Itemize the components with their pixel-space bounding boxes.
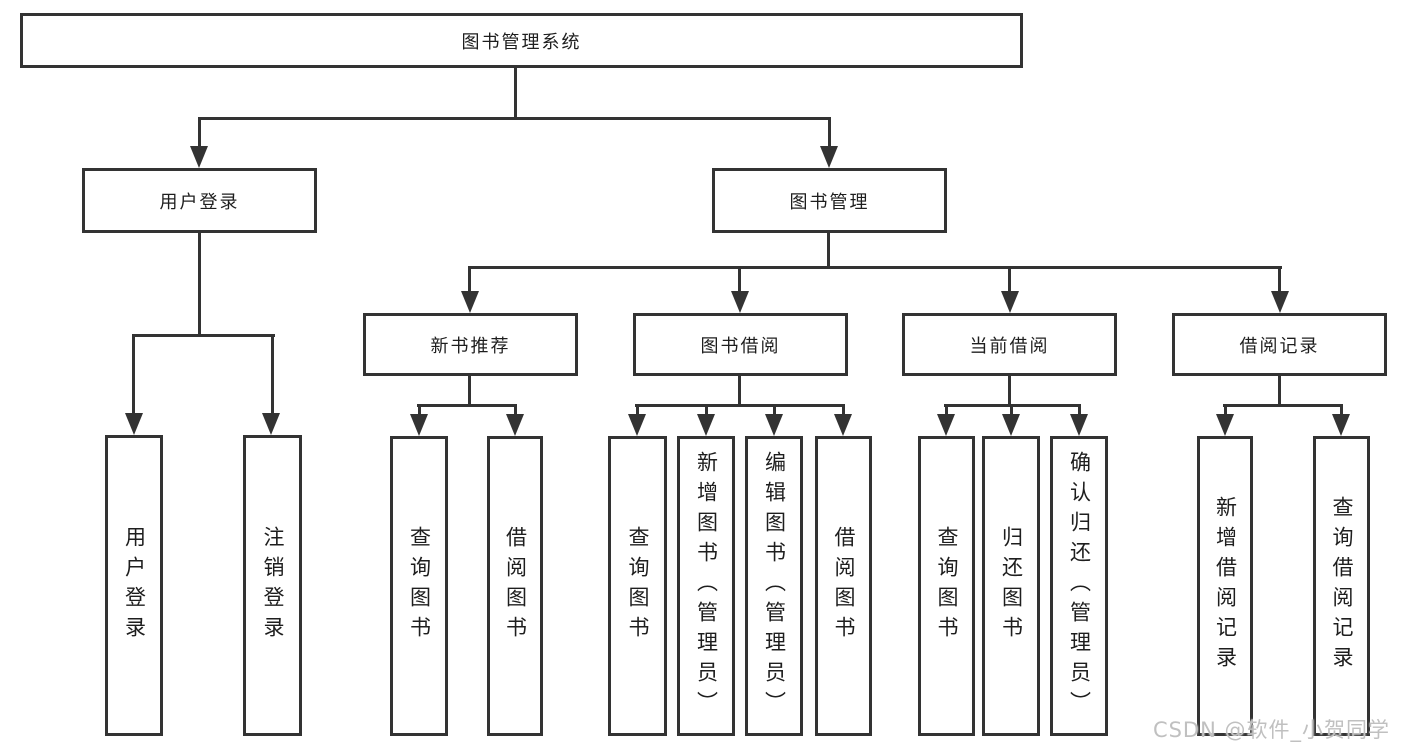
arrowhead-down-icon bbox=[820, 146, 838, 168]
arrowhead-down-icon bbox=[731, 291, 749, 313]
connector-line bbox=[738, 376, 741, 407]
arrowhead-down-icon bbox=[628, 414, 646, 436]
arrowhead-down-icon bbox=[125, 413, 143, 435]
connector-line bbox=[514, 404, 517, 416]
connector-line bbox=[827, 233, 830, 269]
connector-line bbox=[1224, 404, 1227, 416]
connector-line bbox=[828, 117, 831, 147]
arrowhead-down-icon bbox=[461, 291, 479, 313]
node-leaf-user-login: 用户登录 bbox=[105, 435, 163, 736]
connector-line bbox=[271, 334, 274, 414]
node-leaf-add-borrow-record: 新增借阅记录 bbox=[1197, 436, 1253, 736]
arrowhead-down-icon bbox=[765, 414, 783, 436]
node-user-login: 用户登录 bbox=[82, 168, 317, 233]
arrowhead-down-icon bbox=[1216, 414, 1234, 436]
node-borrowing-records: 借阅记录 bbox=[1172, 313, 1387, 376]
node-leaf-edit-books-admin: 编辑图书（管理员） bbox=[745, 436, 803, 736]
node-leaf-query-books-recommend: 查询图书 bbox=[390, 436, 448, 736]
arrowhead-down-icon bbox=[190, 146, 208, 168]
node-leaf-borrow-books-recommend: 借阅图书 bbox=[487, 436, 543, 736]
connector-line bbox=[1008, 376, 1011, 407]
arrowhead-down-icon bbox=[506, 414, 524, 436]
connector-line bbox=[773, 404, 776, 416]
connector-line bbox=[1078, 404, 1081, 416]
arrowhead-down-icon bbox=[697, 414, 715, 436]
connector-line bbox=[842, 404, 845, 416]
connector-line bbox=[635, 404, 845, 407]
node-current-borrowing: 当前借阅 bbox=[902, 313, 1117, 376]
connector-line bbox=[1278, 266, 1281, 293]
connector-line bbox=[198, 117, 201, 147]
connector-line bbox=[1278, 376, 1281, 407]
arrowhead-down-icon bbox=[1070, 414, 1088, 436]
connector-line bbox=[636, 404, 639, 416]
connector-line bbox=[1340, 404, 1343, 416]
connector-line bbox=[705, 404, 708, 416]
connector-line bbox=[198, 117, 831, 120]
connector-line bbox=[1223, 404, 1343, 407]
node-book-management: 图书管理 bbox=[712, 168, 947, 233]
connector-line bbox=[468, 266, 471, 293]
connector-line bbox=[1008, 266, 1011, 293]
connector-line bbox=[132, 334, 135, 414]
connector-line bbox=[468, 266, 1282, 269]
arrowhead-down-icon bbox=[1001, 291, 1019, 313]
arrowhead-down-icon bbox=[1002, 414, 1020, 436]
node-leaf-logout: 注销登录 bbox=[243, 435, 302, 736]
connector-line bbox=[514, 68, 517, 120]
connector-line bbox=[132, 334, 275, 337]
arrowhead-down-icon bbox=[262, 413, 280, 435]
connector-line bbox=[945, 404, 948, 416]
connector-line bbox=[418, 404, 421, 416]
node-root-library-system: 图书管理系统 bbox=[20, 13, 1023, 68]
arrowhead-down-icon bbox=[1332, 414, 1350, 436]
connector-line bbox=[738, 266, 741, 293]
node-leaf-add-books-admin: 新增图书（管理员） bbox=[677, 436, 735, 736]
watermark: CSDN @软件_小贺同学 bbox=[1152, 718, 1390, 742]
node-new-book-recommendation: 新书推荐 bbox=[363, 313, 578, 376]
connector-line bbox=[417, 404, 517, 407]
node-leaf-return-books: 归还图书 bbox=[982, 436, 1040, 736]
node-book-borrowing: 图书借阅 bbox=[633, 313, 848, 376]
arrowhead-down-icon bbox=[834, 414, 852, 436]
node-leaf-borrow-books: 借阅图书 bbox=[815, 436, 872, 736]
connector-line bbox=[1010, 404, 1013, 416]
node-leaf-query-books-borrowing: 查询图书 bbox=[608, 436, 667, 736]
arrowhead-down-icon bbox=[937, 414, 955, 436]
arrowhead-down-icon bbox=[1271, 291, 1289, 313]
node-leaf-query-books-current: 查询图书 bbox=[918, 436, 975, 736]
connector-line bbox=[198, 233, 201, 336]
connector-line bbox=[468, 376, 471, 407]
node-leaf-query-borrow-record: 查询借阅记录 bbox=[1313, 436, 1370, 736]
node-leaf-confirm-return-admin: 确认归还（管理员） bbox=[1050, 436, 1108, 736]
arrowhead-down-icon bbox=[410, 414, 428, 436]
